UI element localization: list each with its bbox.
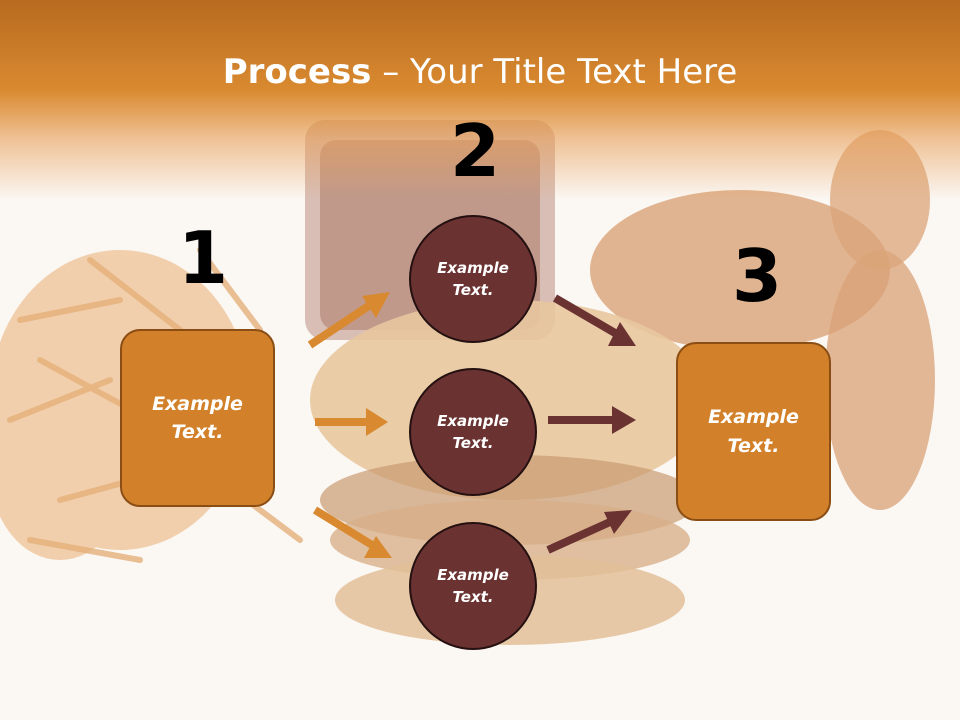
arrow-left-to-top xyxy=(307,301,373,349)
circle-middle-text: Example Text. xyxy=(437,411,509,453)
circle-top-text: Example Text. xyxy=(437,258,509,300)
title-rest: – Your Title Text Here xyxy=(371,52,738,92)
circle-bottom-text: Example Text. xyxy=(437,565,509,607)
step-number-2: 2 xyxy=(450,109,501,193)
arrow-left-to-bottom xyxy=(312,506,375,549)
right-box: Example Text. xyxy=(676,342,831,521)
arrow-top-to-right xyxy=(552,294,618,337)
circle-middle: Example Text. xyxy=(409,368,537,496)
step-number-1: 1 xyxy=(178,216,229,300)
arrow-bottom-to-right xyxy=(546,518,612,554)
title-bold: Process xyxy=(222,52,372,92)
slide-title: Process – Your Title Text Here xyxy=(0,52,960,92)
header-band xyxy=(0,0,960,200)
circle-bottom: Example Text. xyxy=(409,522,537,650)
step-number-3: 3 xyxy=(732,234,783,318)
right-box-text: Example Text. xyxy=(708,406,799,457)
circle-top: Example Text. xyxy=(409,215,537,343)
left-box: Example Text. xyxy=(120,329,275,507)
left-box-text: Example Text. xyxy=(152,392,243,444)
